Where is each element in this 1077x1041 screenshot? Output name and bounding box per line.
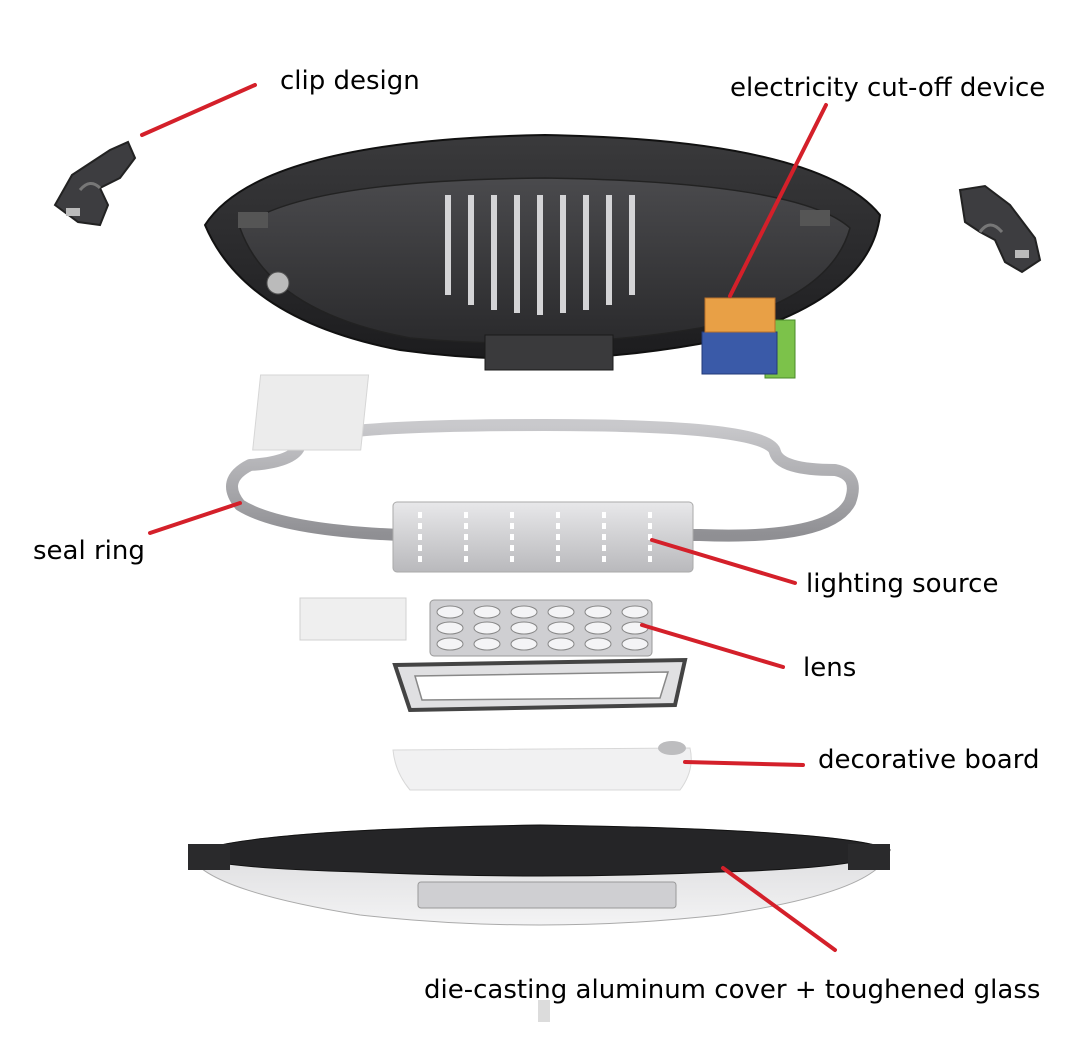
- label-seal-ring: seal ring: [33, 536, 145, 566]
- label-decorative-board: decorative board: [818, 745, 1040, 775]
- lens-bump: [473, 621, 501, 635]
- lens-bump: [584, 605, 612, 619]
- small-board: [299, 597, 407, 641]
- led-dot: [510, 556, 514, 562]
- lens-bump: [547, 637, 575, 651]
- led-dot: [418, 523, 422, 529]
- cutoff-device: [701, 297, 796, 379]
- leader-lighting-source: [650, 538, 797, 585]
- leader-cover: [721, 866, 837, 952]
- driver-plate: [252, 374, 370, 451]
- lens-bump: [436, 605, 464, 619]
- label-clip-design: clip design: [280, 66, 420, 96]
- lens-bump: [621, 637, 649, 651]
- lens-bump: [584, 621, 612, 635]
- led-dot: [556, 534, 560, 540]
- lens-bump: [547, 621, 575, 635]
- led-dot: [648, 556, 652, 562]
- lens-bump: [584, 637, 612, 651]
- lens-frame: [392, 657, 688, 713]
- led-dot: [464, 556, 468, 562]
- clip-right: [958, 184, 1042, 274]
- led-dot: [602, 534, 606, 540]
- led-dot: [556, 512, 560, 518]
- led-dot: [556, 556, 560, 562]
- leader-seal-ring: [148, 501, 242, 535]
- label-cutoff-device: electricity cut-off device: [730, 73, 1046, 103]
- leader-clip-design: [140, 83, 257, 137]
- bottom-cover: [188, 824, 891, 926]
- lens-bump: [436, 621, 464, 635]
- label-lens: lens: [803, 653, 857, 683]
- led-dot: [464, 512, 468, 518]
- clip-left: [53, 140, 137, 227]
- led-dot: [510, 545, 514, 551]
- lens-bump: [473, 605, 501, 619]
- led-dot: [648, 545, 652, 551]
- decorative-board: [392, 747, 692, 791]
- lens-array: [429, 599, 653, 657]
- led-dot: [648, 512, 652, 518]
- led-dot: [556, 523, 560, 529]
- lens-bump: [436, 637, 464, 651]
- led-dot: [418, 512, 422, 518]
- screw: [538, 1000, 550, 1022]
- lens-bump: [473, 637, 501, 651]
- led-dot: [418, 534, 422, 540]
- leader-decorative-board: [683, 760, 805, 767]
- led-dot: [418, 556, 422, 562]
- seal-ring: [226, 419, 859, 542]
- lens-bump: [510, 605, 538, 619]
- lens-bump: [547, 605, 575, 619]
- led-dot: [464, 523, 468, 529]
- led-dot: [648, 523, 652, 529]
- led-dot: [602, 556, 606, 562]
- label-lighting-source: lighting source: [806, 569, 999, 599]
- lens-bump: [621, 605, 649, 619]
- led-dot: [510, 512, 514, 518]
- label-cover: die-casting aluminum cover + toughened g…: [424, 975, 1041, 1005]
- led-dot: [602, 545, 606, 551]
- led-dot: [556, 545, 560, 551]
- lens-bump: [510, 621, 538, 635]
- led-dot: [648, 534, 652, 540]
- led-dot: [418, 545, 422, 551]
- led-dot: [464, 545, 468, 551]
- leader-lens: [640, 623, 785, 669]
- led-dot: [510, 523, 514, 529]
- main-housing: [203, 133, 882, 371]
- lighting-source-panel: [392, 501, 694, 573]
- lens-bump: [510, 637, 538, 651]
- led-dot: [602, 523, 606, 529]
- leader-cutoff-device: [728, 103, 828, 298]
- led-dot: [510, 534, 514, 540]
- led-dot: [602, 512, 606, 518]
- led-dot: [464, 534, 468, 540]
